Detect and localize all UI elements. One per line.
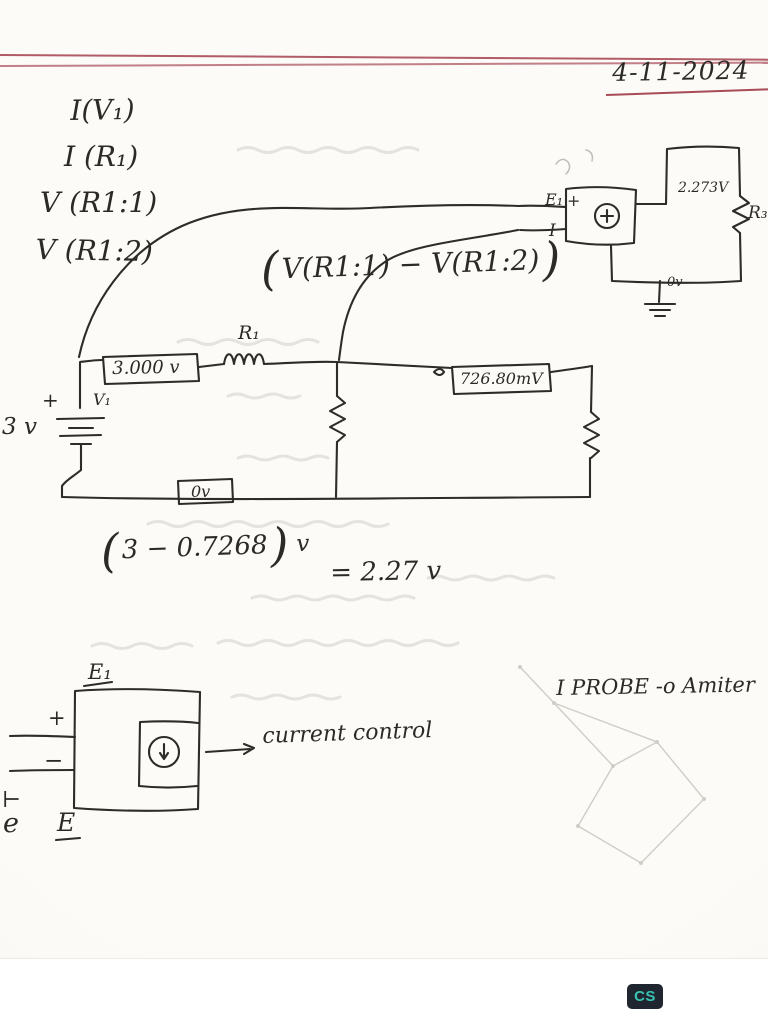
label-ground-top: 0v	[667, 275, 683, 290]
e-source-box	[564, 186, 638, 246]
calc-expression: ( 3 − 0.7268 ) v	[99, 517, 310, 578]
caption-arrow	[204, 742, 256, 756]
label-right-voltage: 726.80mV	[460, 369, 543, 388]
main-circuit	[55, 352, 601, 506]
label-e1: E₁	[545, 190, 564, 209]
resistor-r3	[731, 194, 751, 235]
detail-stub-top	[8, 734, 77, 739]
probe-note: I PROBE -o Amiter	[556, 672, 756, 700]
note-v-r1-2: V (R1:2)	[35, 233, 154, 269]
close-paren: )	[541, 231, 562, 287]
wire	[335, 360, 454, 370]
detail-source-circle	[147, 735, 181, 769]
ground-stem	[657, 279, 662, 304]
label-r3-voltage: 2.273V	[678, 180, 729, 196]
note-i-v1: I(V₁)	[70, 92, 135, 127]
control-stub-bottom	[518, 227, 568, 232]
source-plus-icon	[599, 208, 615, 224]
wire	[549, 364, 594, 374]
control-stub-top	[516, 204, 568, 209]
open-paren: (	[99, 523, 120, 578]
source-circle	[593, 202, 621, 230]
r3-loop-left-top	[664, 145, 742, 206]
wire	[334, 440, 339, 499]
battery-symbol	[55, 416, 106, 446]
detail-box	[72, 688, 202, 812]
r3-loop-bottom	[609, 231, 743, 284]
detail-plus: +	[48, 706, 66, 730]
detail-tick: ⊢	[2, 788, 21, 813]
open-paren: (	[259, 241, 280, 296]
expression-body: V(R1:1) − V(R1:2)	[281, 242, 540, 285]
ground-symbol	[643, 302, 677, 318]
date: 4-11-2024	[612, 55, 750, 87]
detail-e-small: e	[3, 808, 19, 839]
detail-e-big: E	[57, 808, 76, 837]
label-ground-main: 0v	[191, 482, 211, 501]
e1-underline	[82, 680, 114, 688]
source-detail-circuit	[8, 680, 256, 842]
note-v-r1-1: V (R1:1)	[40, 186, 158, 219]
battery-bottom-wire	[60, 442, 83, 499]
bleed-through-squiggles	[90, 146, 556, 701]
calc-body: 3 − 0.7268	[121, 530, 269, 566]
detail-inner-box	[137, 720, 200, 789]
label-v1: V₁	[93, 390, 111, 409]
label-e1-plus: +	[567, 191, 581, 210]
label-r3: R₃	[748, 203, 768, 223]
camscanner-badge: CS	[627, 984, 663, 1009]
right-voltage-box	[450, 362, 553, 396]
detail-minus: −	[44, 748, 64, 774]
control-wire-bottom	[337, 228, 520, 362]
ground-label-box	[176, 477, 235, 506]
wire	[262, 360, 339, 366]
stray-pen-marks	[555, 149, 594, 175]
node-voltage-box	[101, 352, 201, 386]
calc-result: = 2.27 v	[330, 556, 442, 588]
calc-unit: v	[295, 530, 310, 558]
label-r1: R₁	[238, 322, 260, 344]
down-arrow-icon	[158, 742, 170, 761]
control-wire-top	[77, 203, 520, 359]
controlled-source-circuit	[77, 145, 751, 362]
wire	[589, 364, 594, 414]
e-underline	[54, 836, 82, 842]
detail-stub-bottom	[8, 768, 76, 773]
resistor-right	[582, 410, 601, 460]
battery-top-wire	[78, 358, 105, 410]
detail-e1: E₁	[88, 660, 112, 684]
ink-blot	[432, 367, 446, 377]
close-paren: )	[269, 517, 290, 573]
label-battery-voltage: 3 v	[2, 414, 37, 440]
note-i-r1: I (R₁)	[64, 140, 139, 173]
label-battery-plus: +	[42, 388, 59, 412]
bottom-wire	[60, 495, 592, 501]
wire	[197, 362, 226, 369]
pencil-sketch-network	[518, 665, 706, 865]
resistor-middle	[328, 394, 347, 444]
label-node-voltage: 3.000 v	[112, 356, 180, 379]
label-i-terminal: I	[549, 221, 556, 241]
resistor-r1	[222, 353, 266, 366]
